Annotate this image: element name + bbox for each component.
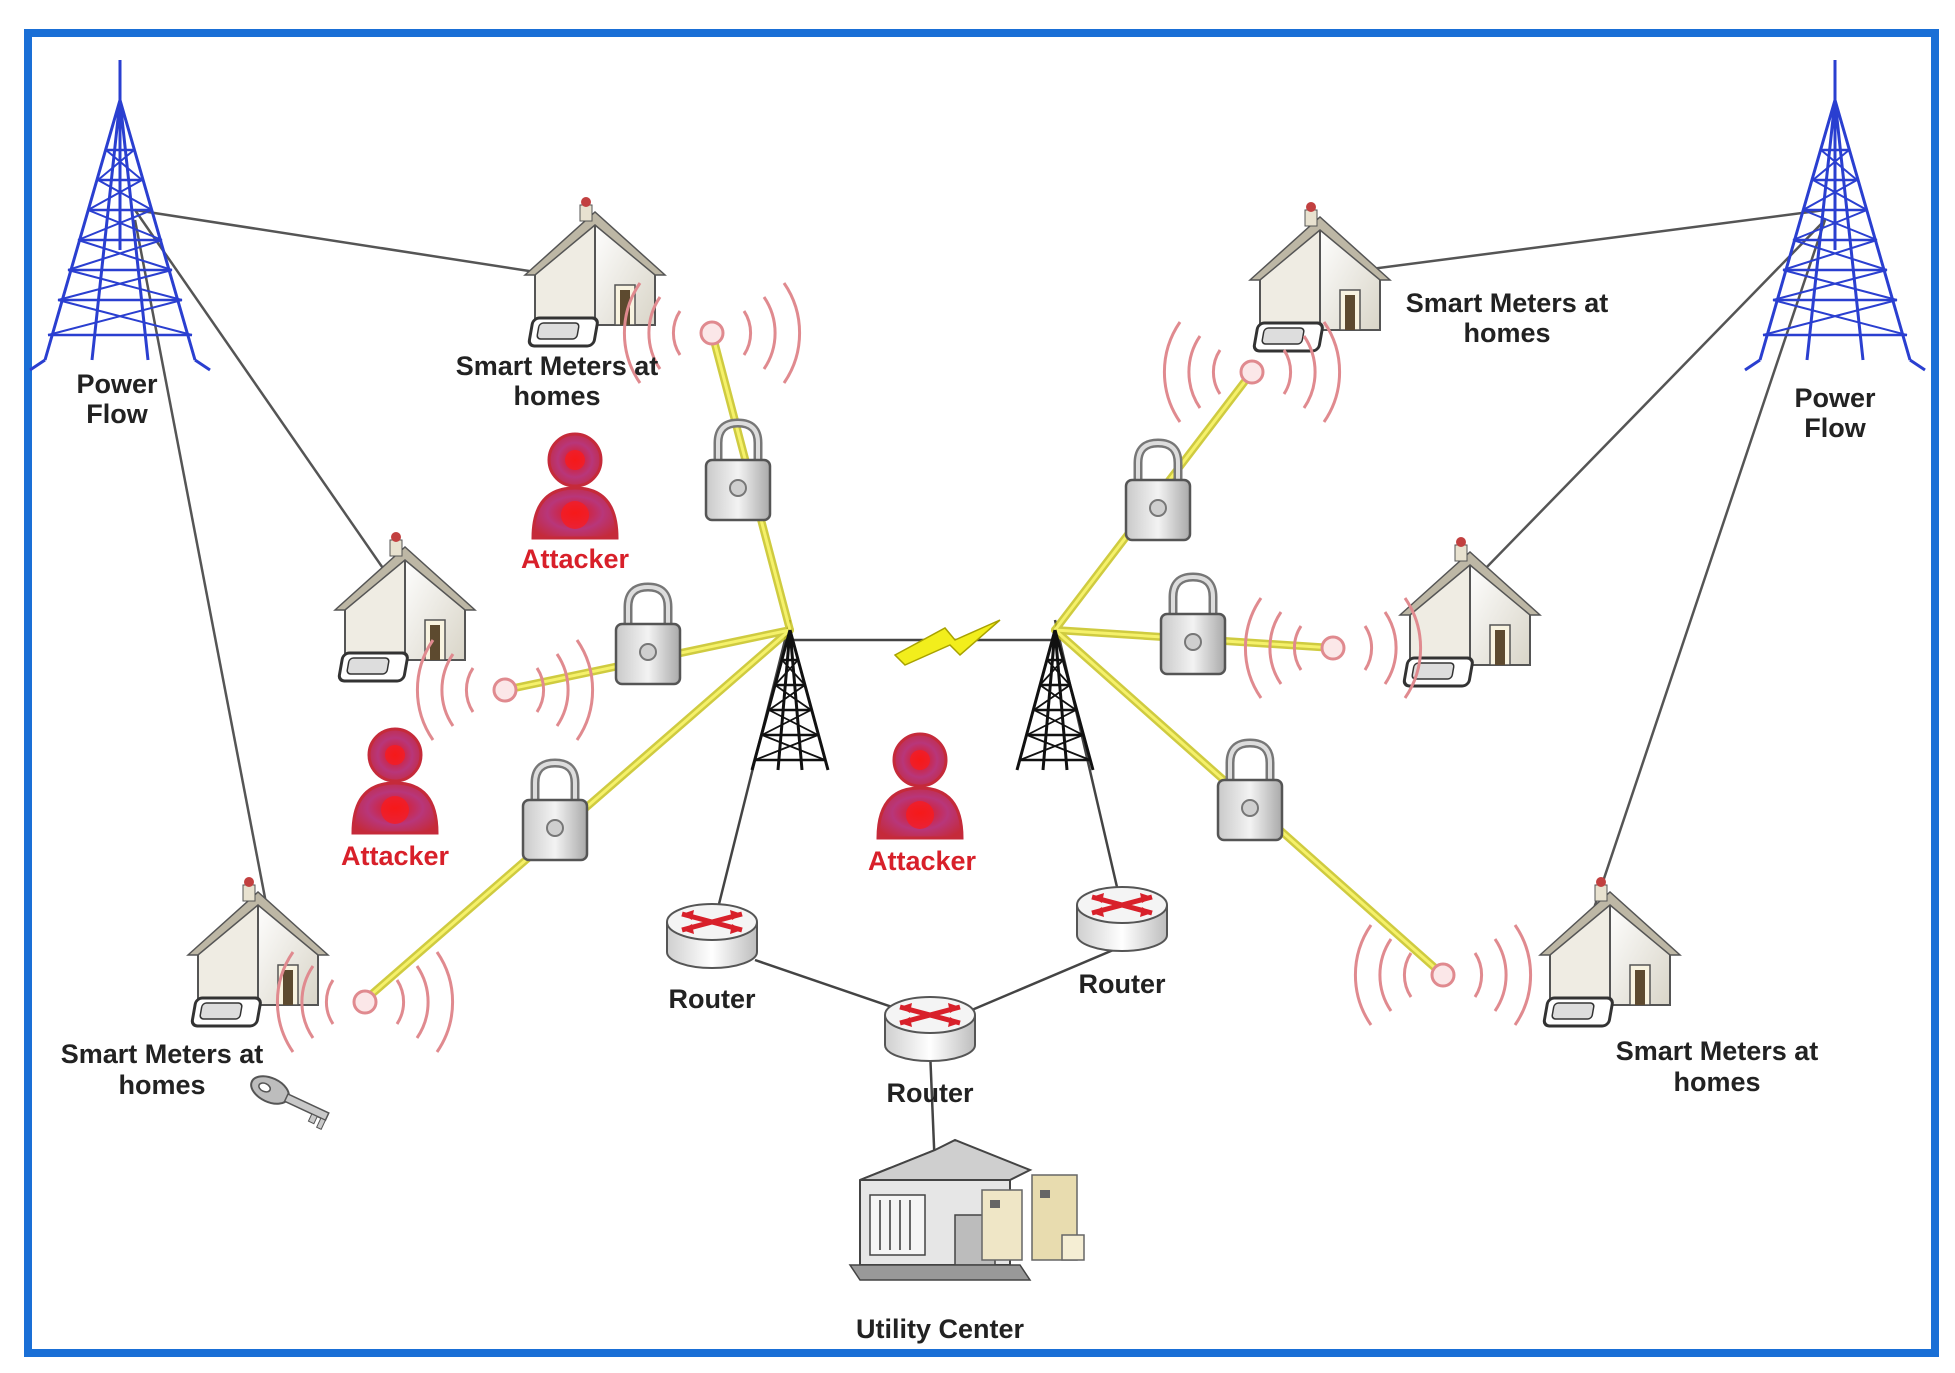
smart-meters-label-top-left-1: Smart Meters at	[456, 351, 659, 381]
frame-border	[24, 29, 1939, 1357]
power-flow-label-left-2: Flow	[86, 399, 148, 429]
key-icon	[250, 1075, 330, 1130]
lightning-icon	[893, 619, 1001, 666]
smart-meters-label-top-left-2: homes	[513, 381, 600, 411]
attacker-label-left: Attacker	[341, 841, 450, 871]
labels: Power Flow Power Flow Smart Meters at ho…	[61, 288, 1876, 1344]
router-label-center: Router	[887, 1078, 974, 1108]
attacker-label-top: Attacker	[521, 544, 630, 574]
utility-center-label: Utility Center	[856, 1314, 1025, 1344]
router-icon	[667, 904, 757, 968]
router-label-left: Router	[669, 984, 756, 1014]
power-lines	[133, 208, 1827, 951]
utility-building-icon	[848, 1138, 1085, 1281]
power-flow-label-right-1: Power	[1794, 383, 1876, 413]
smart-meters-label-bottom-right-2: homes	[1673, 1067, 1760, 1097]
router-label-right: Router	[1079, 969, 1166, 999]
power-flow-label-left-1: Power	[76, 369, 158, 399]
router-icon	[885, 997, 975, 1061]
smart-meters-label-bottom-left-1: Smart Meters at	[61, 1039, 264, 1069]
attacker-label-center: Attacker	[868, 846, 977, 876]
smart-meters-label-top-right-1: Smart Meters at	[1406, 288, 1609, 318]
power-flow-label-right-2: Flow	[1804, 413, 1866, 443]
router-icon	[1077, 887, 1167, 951]
smart-meters-label-top-right-2: homes	[1463, 318, 1550, 348]
smart-meters-label-bottom-right-1: Smart Meters at	[1616, 1036, 1819, 1066]
smart-meters-label-bottom-left-2: homes	[118, 1070, 205, 1100]
